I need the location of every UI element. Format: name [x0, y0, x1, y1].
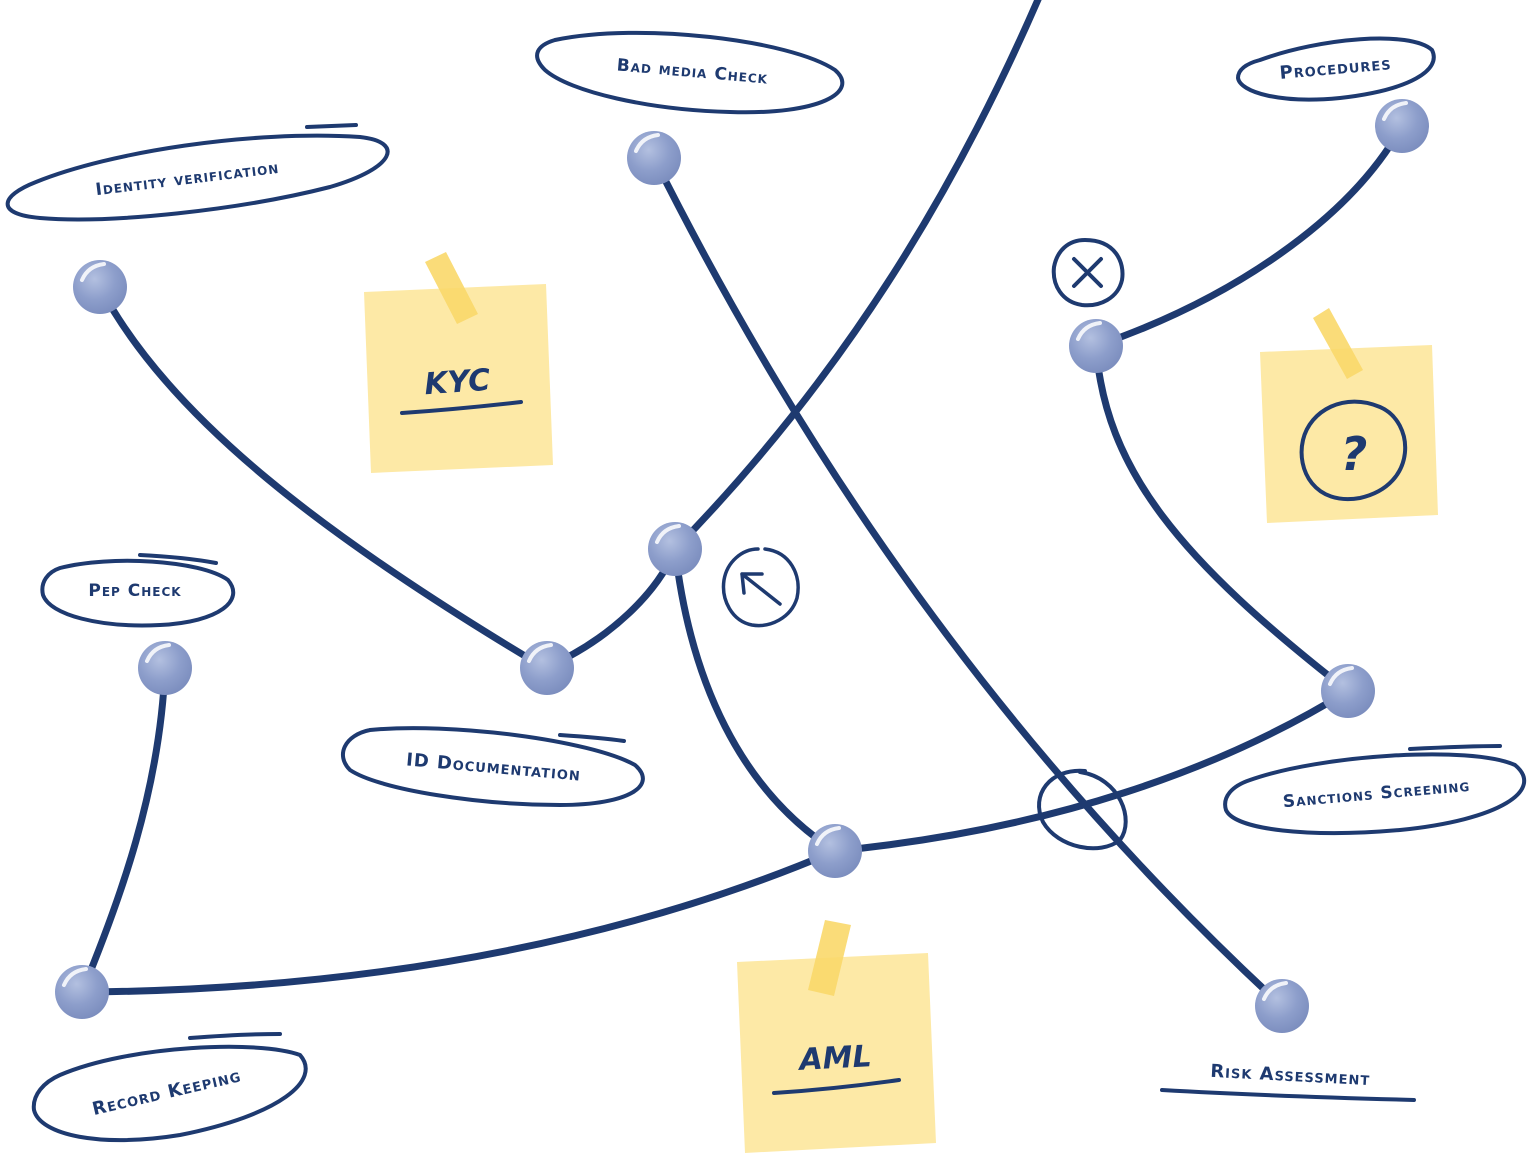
note-label-kyc: KYC [423, 363, 491, 403]
bubble-tail [305, 123, 358, 129]
note-underline [400, 400, 523, 415]
close-circle-icon[interactable] [1051, 238, 1125, 308]
label-risk-assessment[interactable]: Risk Assessment [1160, 1061, 1416, 1102]
arrow-circle-outline [721, 547, 800, 628]
label-text: Identity verification [94, 158, 280, 200]
wire-identity-to-id-doc [96, 283, 549, 672]
sticky-note-question[interactable]: ? [1260, 308, 1438, 523]
bubble-tail [138, 553, 218, 565]
tape-strip [808, 920, 851, 996]
note-paper [737, 953, 936, 1153]
label-bubble [1236, 36, 1436, 102]
label-text: Bad media Check [616, 55, 769, 88]
label-bubble [5, 133, 390, 222]
node-center[interactable] [648, 522, 702, 576]
label-bubble [340, 726, 645, 807]
label-bubble [40, 558, 236, 628]
tape-strip [425, 252, 478, 324]
label-text: Procedures [1279, 53, 1393, 84]
label-text: Pep Check [88, 581, 181, 601]
node-bad-media-check[interactable] [627, 131, 681, 185]
node-aml[interactable] [808, 824, 862, 878]
intersection-loop [1037, 768, 1128, 851]
node-identity-verification[interactable] [73, 260, 127, 314]
sticky-note-aml[interactable]: AML [737, 920, 936, 1153]
label-underline [1160, 1088, 1416, 1102]
label-bubble [31, 1044, 308, 1143]
sticky-note-kyc[interactable]: KYC [364, 252, 553, 473]
arrow-up-left-circle-icon[interactable] [721, 547, 800, 628]
wire-center-to-top [671, 0, 1042, 553]
label-text: Risk Assessment [1210, 1061, 1371, 1090]
label-procedures[interactable]: Procedures [1236, 36, 1436, 102]
wire-center-to-aml [671, 545, 839, 855]
note-paper [364, 284, 553, 473]
label-bubble [1223, 752, 1527, 836]
label-pep-check[interactable]: Pep Check [40, 553, 236, 628]
node-pep-check[interactable] [138, 641, 192, 695]
wire-aml-to-sanctions [831, 687, 1352, 855]
wire-record-to-aml [78, 847, 839, 996]
question-circle [1299, 399, 1408, 502]
label-text: Sanctions Screening [1282, 776, 1471, 812]
intersection-circle [1037, 768, 1128, 851]
close-circle-outline [1051, 238, 1125, 308]
node-sanctions-screening[interactable] [1321, 664, 1375, 718]
label-id-documentation[interactable]: ID Documentation [340, 726, 645, 807]
wire-sanctions-to-procedures-hub [1092, 342, 1352, 695]
label-record-keeping[interactable]: Record Keeping [31, 1032, 308, 1143]
label-identity-verification[interactable]: Identity verification [5, 123, 390, 222]
label-text: Record Keeping [90, 1065, 243, 1120]
wire-pep-to-record [78, 664, 169, 996]
note-label-aml: AML [797, 1039, 873, 1078]
connectors [78, 0, 1406, 1010]
tape-strip [1313, 308, 1363, 379]
label-bubble [535, 30, 845, 115]
label-text: ID Documentation [405, 749, 581, 785]
node-procedures-hub[interactable] [1069, 319, 1123, 373]
node-record-keeping[interactable] [55, 965, 109, 1019]
close-x-mark [1072, 257, 1103, 288]
node-risk-assessment[interactable] [1255, 979, 1309, 1033]
bubble-tail [1408, 744, 1502, 751]
label-bad-media-check[interactable]: Bad media Check [535, 30, 845, 115]
nodes [55, 99, 1429, 1033]
wire-hub-to-procedures [1092, 122, 1406, 350]
node-procedures[interactable] [1375, 99, 1429, 153]
label-sanctions-screening[interactable]: Sanctions Screening [1223, 744, 1527, 836]
node-id-documentation[interactable] [520, 641, 574, 695]
bubble-tail [558, 733, 626, 743]
note-label-question: ? [1341, 427, 1368, 481]
wire-bad-media-to-risk [650, 154, 1286, 1010]
note-underline [772, 1078, 901, 1095]
arrow-mark [740, 572, 782, 606]
bubble-tail [188, 1032, 282, 1040]
